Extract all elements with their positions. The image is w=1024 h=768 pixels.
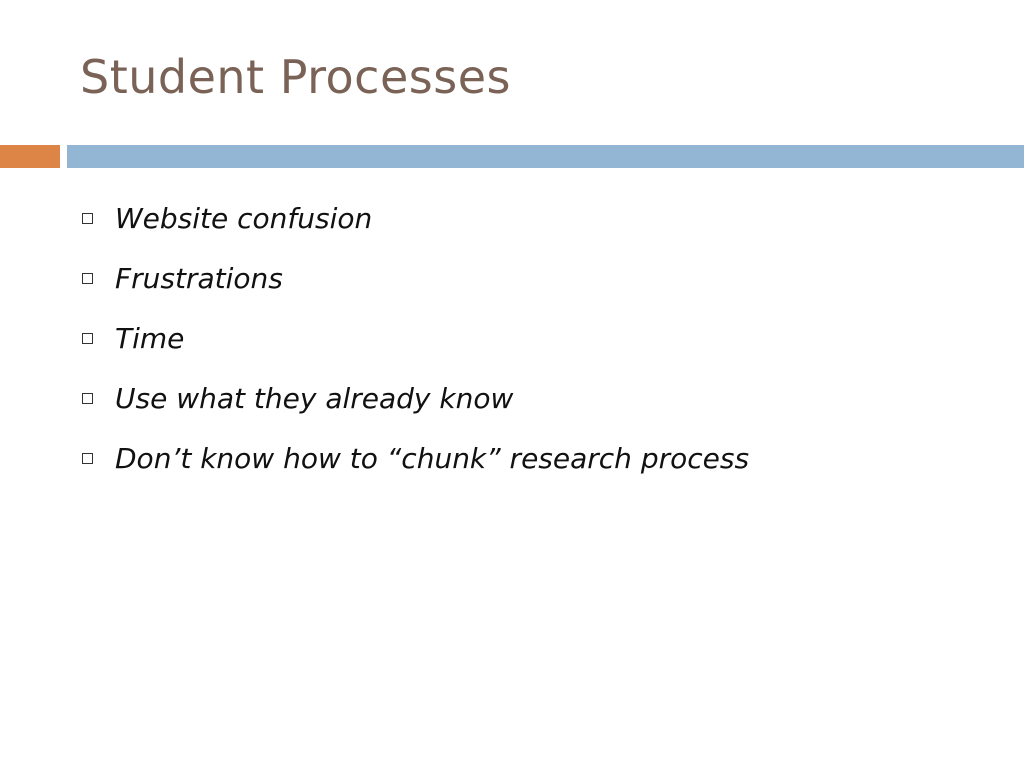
bullet-text: Website confusion xyxy=(115,201,373,235)
bullet-text: Frustrations xyxy=(115,261,283,295)
square-bullet-icon xyxy=(82,332,93,344)
blue-accent-bar xyxy=(67,145,1024,168)
square-bullet-icon xyxy=(82,212,93,224)
square-bullet-icon xyxy=(82,392,93,404)
bullet-text: Time xyxy=(115,321,185,355)
square-bullet-icon xyxy=(82,452,93,464)
square-bullet-icon xyxy=(82,272,93,284)
bullet-item: Use what they already know xyxy=(82,368,749,428)
orange-accent-bar xyxy=(0,145,60,168)
bullet-item: Don’t know how to “chunk” research proce… xyxy=(82,428,749,488)
bullet-text: Don’t know how to “chunk” research proce… xyxy=(115,441,750,475)
bullet-item: Website confusion xyxy=(82,188,749,248)
bullet-item: Time xyxy=(82,308,749,368)
bullet-list: Website confusion Frustrations Time Use … xyxy=(82,188,749,488)
slide-title: Student Processes xyxy=(80,50,511,104)
bullet-text: Use what they already know xyxy=(115,381,514,415)
bullet-item: Frustrations xyxy=(82,248,749,308)
